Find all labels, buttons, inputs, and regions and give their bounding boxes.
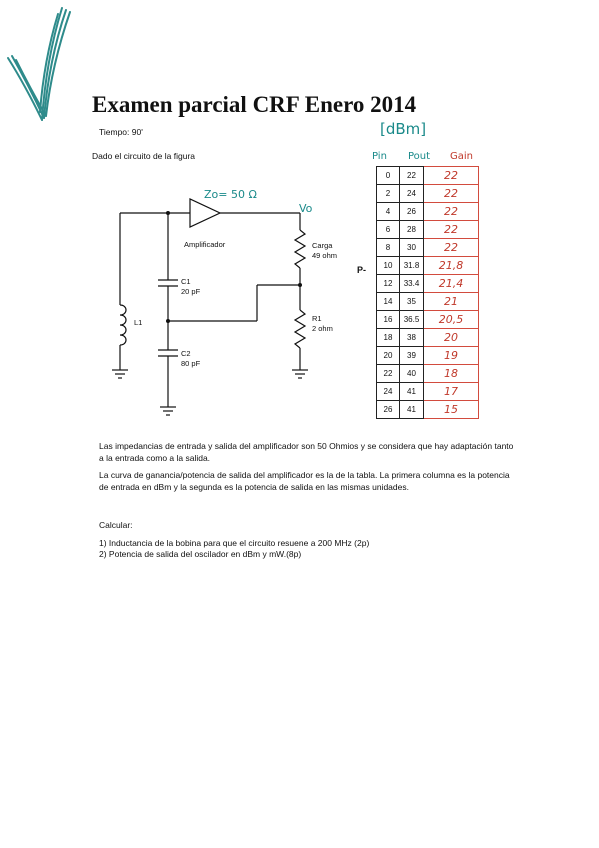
pin-cell: 22 xyxy=(376,364,400,383)
pin-cell: 20 xyxy=(376,346,400,365)
c1-value: 20 pF xyxy=(181,287,201,296)
gain-cell: 22 xyxy=(423,220,479,239)
c2-name: C2 xyxy=(181,349,191,358)
gain-cell: 21,4 xyxy=(423,274,479,293)
inductor-l1 xyxy=(119,304,127,346)
pin-cell: 8 xyxy=(376,238,400,257)
pout-cell: 28 xyxy=(399,220,424,239)
calc-heading: Calcular: xyxy=(99,520,133,530)
pin-cell: 2 xyxy=(376,184,400,203)
gain-cell: 22 xyxy=(423,184,479,203)
pout-cell: 38 xyxy=(399,328,424,347)
pout-cell: 26 xyxy=(399,202,424,221)
unit-note: [dBm] xyxy=(380,120,427,138)
pout-cell: 36.5 xyxy=(399,310,424,329)
pin-cell: 6 xyxy=(376,220,400,239)
load-name: Carga xyxy=(312,241,333,250)
amp-impedance-note: Zo= 50 Ω xyxy=(204,188,257,201)
resistor-load xyxy=(293,229,307,269)
check-mark-icon xyxy=(7,7,71,121)
gain-cell: 17 xyxy=(423,382,479,401)
col-gain-label: Gain xyxy=(450,151,473,162)
r1-name: R1 xyxy=(312,314,322,323)
pout-cell: 40 xyxy=(399,364,424,383)
pin-cell: 10 xyxy=(376,256,400,275)
pout-cell: 30 xyxy=(399,238,424,257)
col-pout-label: Pout xyxy=(408,151,431,162)
gain-cell: 20,5 xyxy=(423,310,479,329)
amplifier-label: Amplificador xyxy=(184,240,226,249)
pin-cell: 4 xyxy=(376,202,400,221)
r1-value: 2 ohm xyxy=(312,324,333,333)
load-value: 49 ohm xyxy=(312,251,338,260)
gain-cell: 19 xyxy=(423,346,479,365)
pout-cell: 41 xyxy=(399,400,424,419)
pout-cell: 31.8 xyxy=(399,256,424,275)
pout-cell: 24 xyxy=(399,184,424,203)
time-label: Tiempo: 90' xyxy=(99,127,143,137)
circuit-diagram xyxy=(112,198,308,416)
pout-cell: 22 xyxy=(399,166,424,185)
pin-cell: 16 xyxy=(376,310,400,329)
question-1: 1) Inductancia de la bobina para que el … xyxy=(99,538,370,548)
gain-cell: 22 xyxy=(423,202,479,221)
gain-cell: 15 xyxy=(423,400,479,419)
paragraph-impedances: Las impedancias de entrada y salida del … xyxy=(99,441,514,463)
pout-cell: 35 xyxy=(399,292,424,311)
resistor-r1 xyxy=(293,309,307,349)
c2-value: 80 pF xyxy=(181,359,201,368)
gain-cell: 21 xyxy=(423,292,479,311)
pin-cell: 26 xyxy=(376,400,400,419)
pin-cell: 18 xyxy=(376,328,400,347)
pin-cell: 24 xyxy=(376,382,400,401)
pout-cell: 41 xyxy=(399,382,424,401)
pout-cell: 39 xyxy=(399,346,424,365)
gain-cell: 20 xyxy=(423,328,479,347)
p-marker: P- xyxy=(357,265,366,275)
pin-cell: 14 xyxy=(376,292,400,311)
gain-cell: 21,8 xyxy=(423,256,479,275)
pout-cell: 33.4 xyxy=(399,274,424,293)
col-pin-label: Pin xyxy=(372,151,387,162)
c1-name: C1 xyxy=(181,277,191,286)
page-title: Examen parcial CRF Enero 2014 xyxy=(92,92,417,117)
gain-cell: 18 xyxy=(423,364,479,383)
pin-cell: 0 xyxy=(376,166,400,185)
l1-name: L1 xyxy=(134,318,143,327)
pin-cell: 12 xyxy=(376,274,400,293)
vo-label: Vo xyxy=(299,202,313,215)
intro-text: Dado el circuito de la figura xyxy=(92,151,196,161)
amplifier-symbol xyxy=(189,198,222,228)
gain-cell: 22 xyxy=(423,166,479,185)
question-2: 2) Potencia de salida del oscilador en d… xyxy=(99,549,302,559)
paragraph-gain-curve: La curva de ganancia/potencia de salida … xyxy=(99,470,510,492)
gain-cell: 22 xyxy=(423,238,479,257)
